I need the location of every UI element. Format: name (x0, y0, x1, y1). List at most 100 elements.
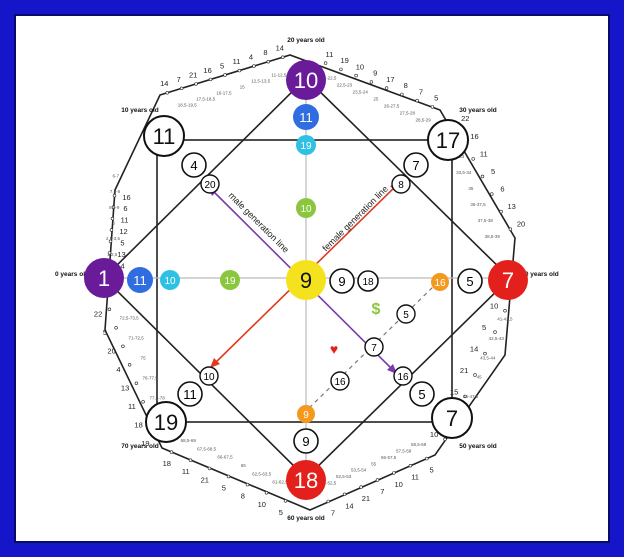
left-lower-edge-number: 22 (94, 309, 102, 318)
inner-circle-tr-b: 8 (391, 174, 411, 194)
top-right-edge-number: 11 (326, 50, 334, 59)
bottom-right-edge-age-range: 52,5-53 (336, 474, 352, 479)
corner-circle-bl: 19 (145, 401, 187, 443)
svg-text:7: 7 (502, 268, 514, 293)
top-right-edge-age-range: 22,5-23 (337, 83, 353, 88)
left-upper-edge-age-range: 7,5-8 (110, 189, 121, 194)
inner-circle-br-b: 16 (393, 366, 413, 386)
age-tick-mark (208, 77, 213, 82)
left-lower-edge-age-range: 75 (141, 355, 147, 360)
center-yellow-circle: 9 (286, 260, 326, 300)
svg-text:16: 16 (334, 377, 346, 388)
bottom-left-edge-number: 8 (241, 492, 245, 501)
age-tick-mark (108, 239, 113, 244)
bottom-left-edge-age-range: 61-62,5 (272, 480, 288, 485)
left-lower-edge-age-range: 76-77,5 (142, 375, 158, 380)
right-white-circle: 5 (457, 268, 483, 294)
age-label-left: 0 years old (55, 271, 89, 278)
age-tick-mark (110, 216, 115, 221)
right-upper-edge-number: 22 (461, 114, 469, 123)
svg-text:7: 7 (446, 406, 458, 431)
svg-text:1: 1 (98, 266, 110, 291)
svg-text:5: 5 (418, 387, 425, 402)
age-tick-mark (169, 450, 174, 454)
age-tick-mark (226, 474, 231, 479)
age-tick-mark (252, 64, 256, 68)
left-lower-edge-age-range: 72,5-73,5 (120, 315, 140, 320)
bottom-white-circle: 9 (293, 428, 319, 454)
svg-text:5: 5 (466, 274, 473, 289)
right-upper-edge-age-range: 37,5-38 (478, 218, 494, 223)
inner-circle-tl-a: 4 (181, 152, 207, 178)
bottom-orange-circle: 9 (297, 405, 315, 423)
bottom-right-edge-age-range: 51-52,5 (321, 481, 337, 486)
age-tick-mark (141, 400, 145, 404)
top-right-edge-age-range: 23,5-24 (353, 90, 369, 95)
age-tick-mark (188, 458, 193, 462)
svg-text:19: 19 (300, 141, 312, 152)
left-green-circle: 19 (220, 270, 240, 290)
top-left-edge-age-range: 15 (240, 85, 246, 90)
top-left-edge-number: 4 (249, 53, 253, 62)
bottom-left-edge-number: 10 (258, 500, 266, 509)
top-right-edge-number: 8 (404, 81, 408, 90)
age-tick-mark (354, 73, 358, 78)
age-tick-mark (127, 363, 132, 367)
diag-circle-d3: 16 (330, 371, 350, 391)
age-tick-mark (165, 91, 169, 95)
age-tick-mark (375, 478, 380, 482)
top-left-edge-age-range: 17,5-18,5 (196, 97, 216, 102)
svg-text:9: 9 (302, 434, 309, 449)
age-tick-mark (499, 209, 503, 214)
right-upper-edge-number: 6 (500, 185, 504, 194)
left-upper-edge-number: 16 (122, 193, 130, 202)
right-upper-edge-number: 5 (491, 167, 495, 176)
corner-circle-tr: 17 (427, 119, 469, 161)
male-generation-label: male generation line (227, 190, 291, 254)
svg-text:9: 9 (338, 274, 345, 289)
svg-text:16: 16 (397, 372, 409, 383)
top-right-edge-age-range: 25 (373, 97, 379, 102)
corner-circle-br: 7 (431, 397, 473, 439)
svg-text:19: 19 (154, 410, 178, 435)
age-tick-mark (339, 67, 343, 72)
age-tick-mark (425, 456, 429, 461)
left-lower-edge-number: 5 (103, 328, 107, 337)
left-lower-edge-number: 11 (128, 402, 136, 411)
left-upper-edge-number: 12 (119, 227, 127, 236)
age-tick-mark (266, 59, 270, 64)
age-tick-mark (111, 205, 116, 209)
age-tick-mark (281, 55, 285, 59)
top-right-edge-age-range: 21-22,5 (321, 76, 337, 81)
svg-text:10: 10 (294, 68, 318, 93)
bottom-right-edge-age-range: 56-57,5 (381, 455, 397, 460)
left-lower-edge-number: 20 (107, 346, 115, 355)
inner-circle-bl-a: 11 (177, 381, 203, 407)
dashed-line (304, 281, 439, 413)
top-purple-circle: 10 (286, 60, 326, 100)
age-tick-mark (503, 309, 507, 313)
age-tick-mark (392, 471, 396, 475)
left-upper-edge-age-range: 5 (112, 221, 115, 226)
top-right-edge-age-range: 27,5-28 (400, 111, 416, 116)
right-upper-edge-number: 20 (517, 220, 525, 229)
right-lower-edge-number: 5 (482, 323, 486, 332)
bottom-right-edge-number: 10 (395, 480, 403, 489)
svg-text:7: 7 (371, 343, 377, 354)
top-left-edge-number: 16 (203, 66, 211, 75)
age-tick-mark (112, 194, 117, 198)
age-tick-mark (400, 92, 404, 97)
right-lower-edge-number: 15 (450, 387, 458, 396)
age-label-bottom-right: 50 years old (459, 443, 497, 450)
left-upper-edge-age-range: 2,5-3,5 (106, 236, 121, 241)
svg-text:10: 10 (300, 204, 312, 215)
age-tick-mark (107, 307, 112, 311)
right-upper-edge-age-range: 36-37,5 (470, 202, 486, 207)
top-right-edge-number: 9 (373, 69, 377, 78)
svg-text:18: 18 (362, 277, 374, 288)
bottom-right-edge-number: 21 (362, 494, 370, 503)
bottom-left-edge-age-range: 62,5-63,5 (252, 471, 272, 476)
age-tick-mark (283, 499, 288, 503)
svg-text:7: 7 (412, 158, 419, 173)
